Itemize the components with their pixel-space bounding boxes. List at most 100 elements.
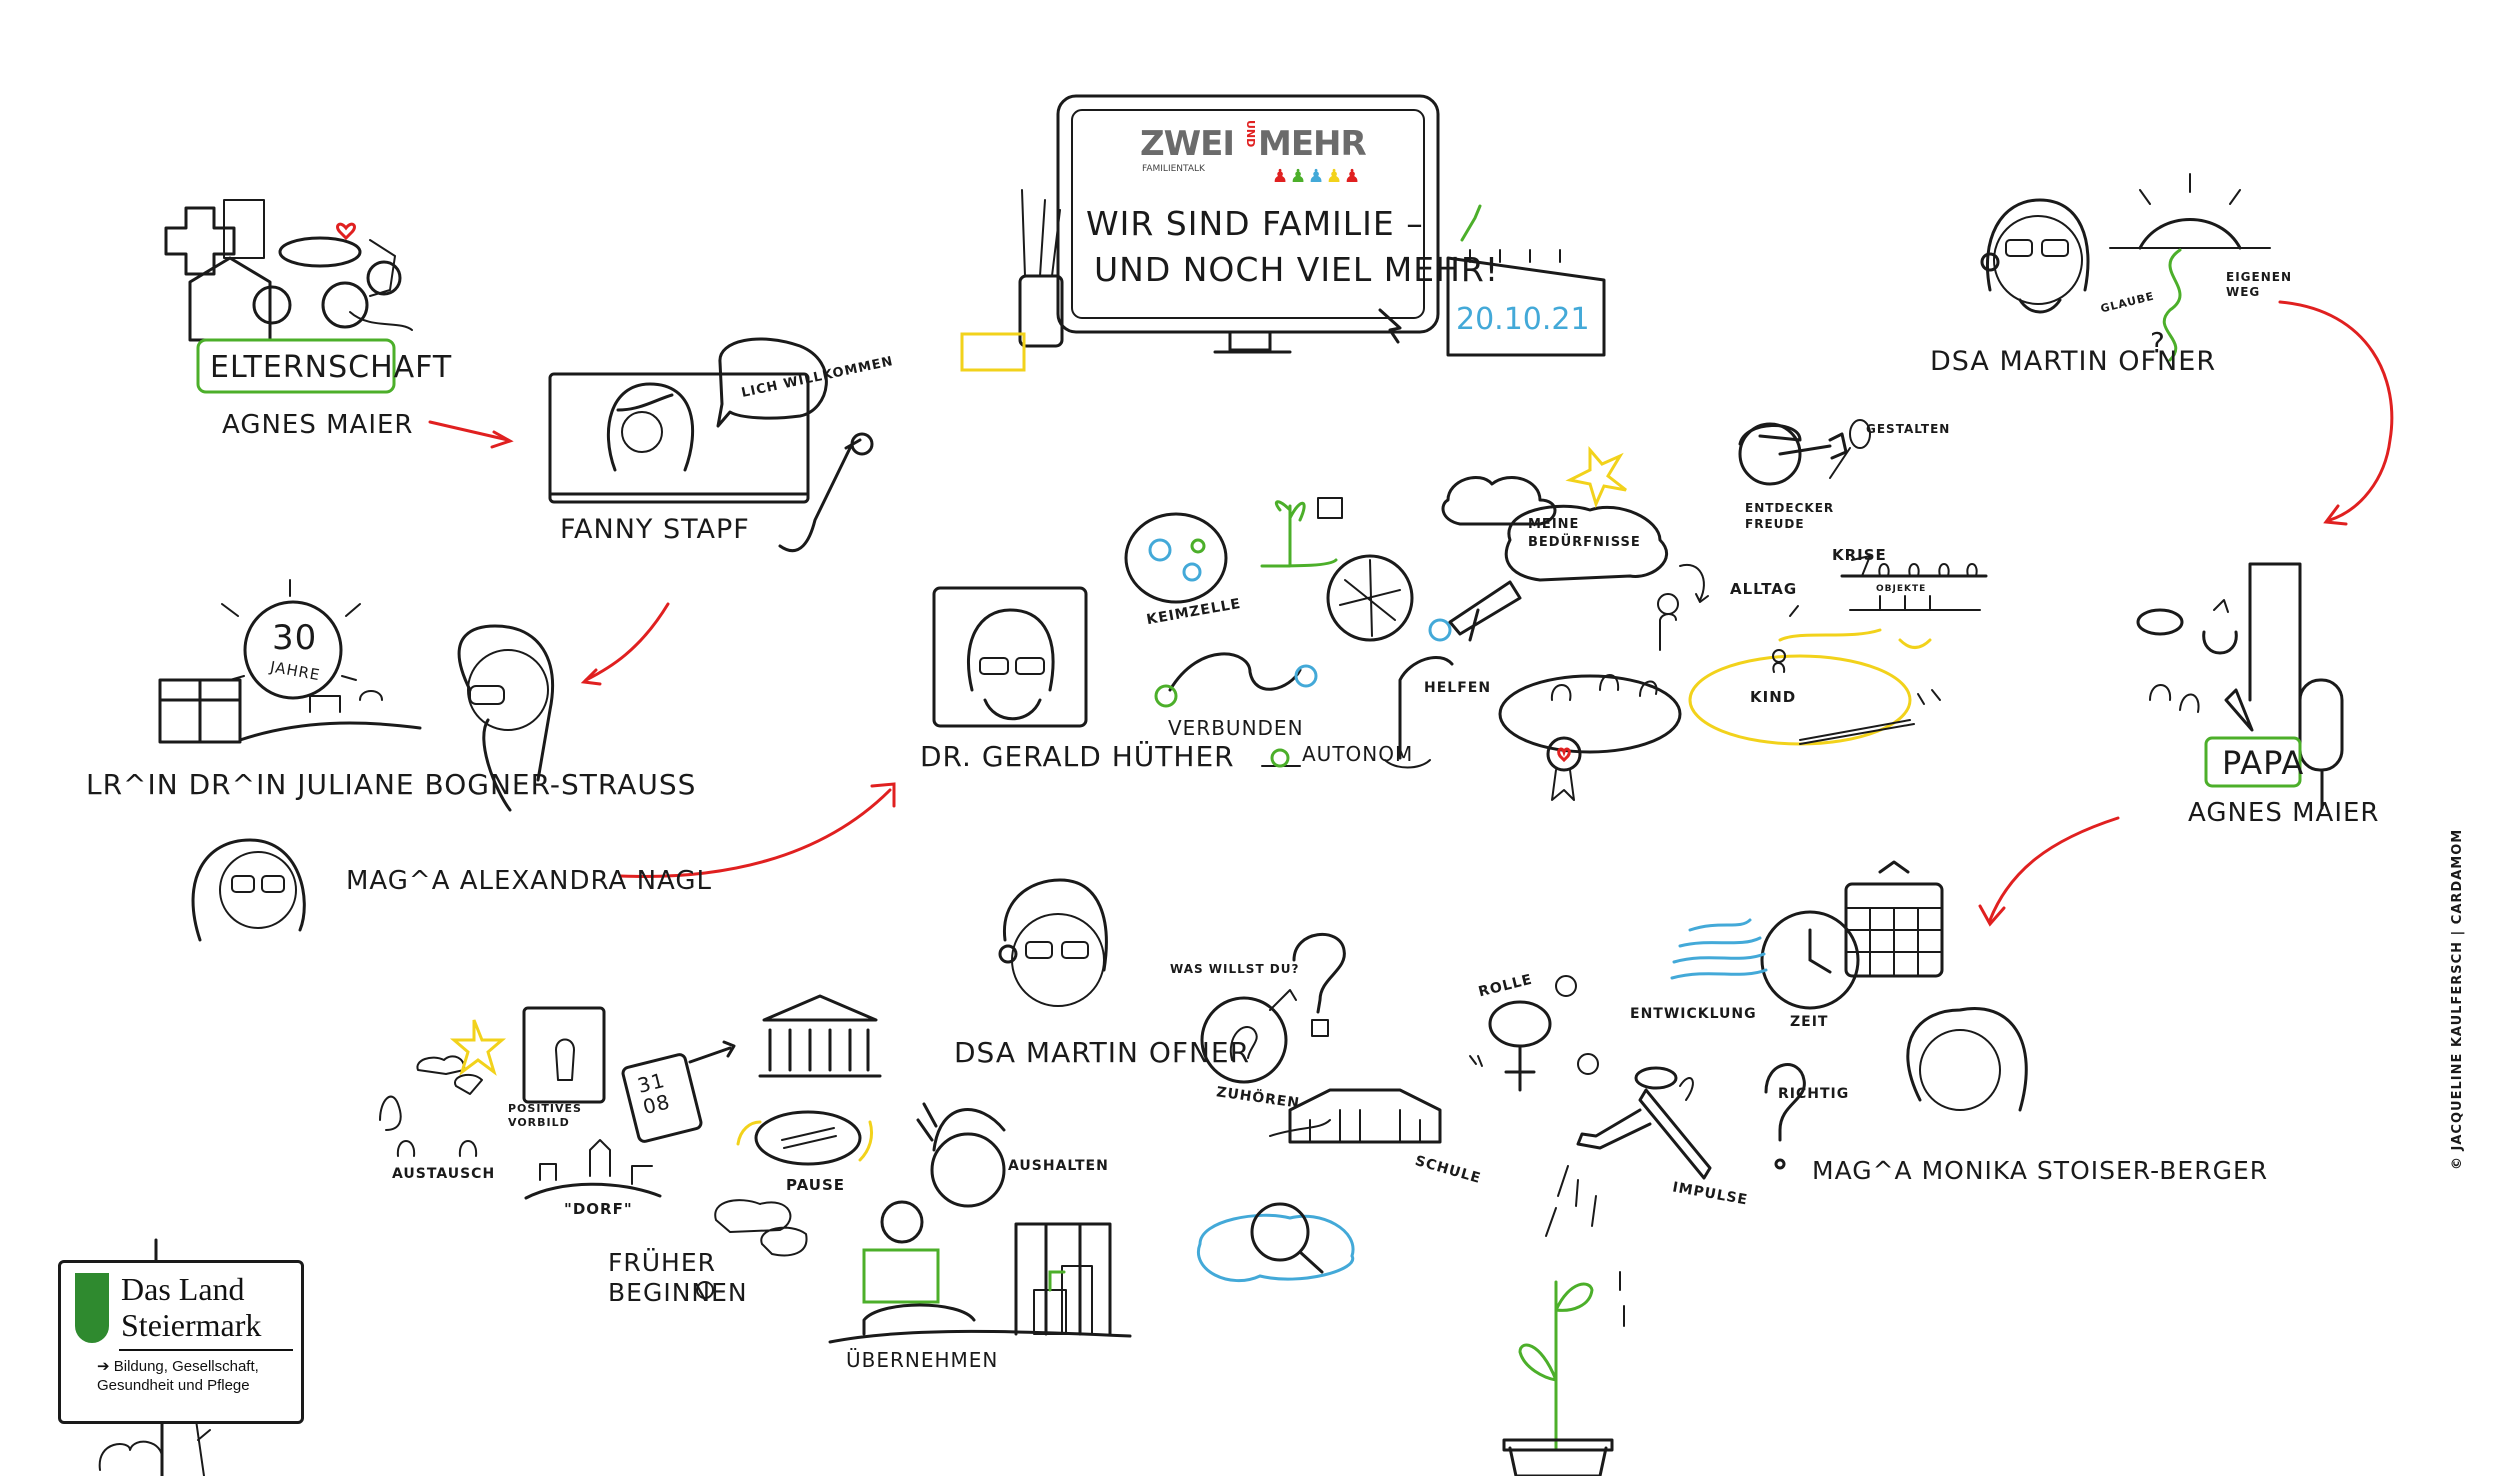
illustrator-credit: © JACQUELINE KAULFERSCH | CARDAMOM — [2450, 828, 2465, 1170]
label-austausch: AUSTAUSCH — [392, 1166, 496, 1182]
anniversary-icon — [158, 579, 422, 744]
label-entdecker: ENTDECKER FREUDE — [1745, 501, 1835, 531]
label-alltag: ALLTAG — [1730, 580, 1798, 598]
bogner-strauss-name: LR^IN DR^IN JULIANE BOGNER-STRAUß — [86, 768, 697, 801]
spring-icon — [1670, 918, 1768, 980]
uebernehmen-icon — [828, 1200, 1132, 1344]
anniversary-number: 30 — [272, 618, 318, 658]
star-icon-2 — [449, 1019, 507, 1076]
speech-bubbles-icon — [714, 1199, 808, 1257]
sign-title-line1: Das Land — [121, 1271, 245, 1307]
school-icon — [1269, 1088, 1442, 1144]
calendar-grid-icon — [1844, 860, 1944, 978]
label-aushalten: AUSHALTEN — [1008, 1158, 1109, 1174]
parenthood-objects-icon — [164, 199, 413, 342]
label-entwicklung: ENTWICKLUNG — [1630, 1006, 1757, 1022]
huether-portrait-icon — [932, 586, 1088, 728]
pencil-cup-icon — [1018, 189, 1064, 348]
logo-figures-icon-4: ♟ — [1326, 166, 1343, 187]
label-uebernehmen: ÜBERNEHMEN — [846, 1348, 999, 1372]
telescope-icon — [1448, 580, 1522, 642]
label-helfen: HELFEN — [1424, 680, 1492, 696]
cloud-icon — [1441, 475, 1557, 526]
sunrise-path-icon — [2109, 173, 2271, 362]
agnes-maier-name: AGNES MAIER — [222, 410, 414, 440]
nagl-face-icon — [191, 838, 306, 942]
logo-figures-icon-2: ♟ — [1290, 166, 1307, 187]
logo-figures-icon-3: ♟ — [1308, 166, 1325, 187]
plant-pot-icon — [1502, 1280, 1614, 1476]
question-icon — [1292, 932, 1346, 1014]
helping-hand-icon — [1398, 655, 1454, 760]
label-pause: PAUSE — [786, 1176, 845, 1194]
sign-sub-line2: Gesundheit und Pflege — [97, 1377, 250, 1394]
logo-text-zwei: ZWEI — [1140, 124, 1235, 164]
pause-button-icon — [736, 1110, 874, 1166]
ofner-name-top: DSA MARTIN OFNER — [1930, 346, 2217, 377]
magnifier-icon — [1196, 1202, 1355, 1282]
huether-name: DR. GERALD HÜTHER — [920, 740, 1235, 773]
papa-cluster-icon — [2136, 562, 2344, 810]
aushalten-face-icon — [916, 1102, 1006, 1208]
event-date: 20.10.21 — [1456, 302, 1590, 337]
label-positives-vorbild: POSITIVES VORBILD — [508, 1102, 582, 1129]
monitor-icon — [1056, 94, 1440, 354]
explorer-icon — [1738, 419, 1871, 486]
desk-calendar-icon — [1446, 204, 1606, 357]
logo-figures-icon: ♟ — [1272, 166, 1289, 187]
connection-line-icon — [1168, 652, 1302, 692]
austausch-figures-icon — [379, 1055, 483, 1157]
watering-can-icon — [1576, 1066, 1712, 1180]
logo-text-und: UND — [1244, 120, 1257, 148]
bank-building-icon — [758, 994, 882, 1078]
label-gestalten: GESTALTEN — [1866, 422, 1951, 436]
sign-title-line2: Steiermark — [121, 1307, 262, 1343]
child-circle-icon — [1688, 605, 1941, 746]
pacifier-icon — [696, 1281, 714, 1299]
elternschaft-frame — [196, 338, 396, 394]
logo-figures-icon-5: ♟ — [1344, 166, 1361, 187]
calendar-page-icon — [621, 1053, 703, 1143]
headline-line2: UND NOCH VIEL MEHR! — [1094, 250, 1500, 289]
label-beduerfnisse: MEINE BEDÜRFNISSE — [1528, 517, 1641, 550]
ofner-face-icon — [1980, 198, 2090, 314]
label-krise: KRISE — [1832, 546, 1887, 564]
label-richtig: RICHTIG — [1778, 1086, 1850, 1102]
cursor-icon — [1378, 308, 1402, 344]
coat-of-arms-icon — [75, 1273, 109, 1343]
alexandra-nagl-name: MAG^A ALEXANDRA NAGL — [346, 866, 712, 896]
fanny-screen-icon — [548, 337, 874, 553]
sprout-icon — [1260, 500, 1338, 568]
question-icon-2 — [1764, 1063, 1806, 1142]
label-eigenen-weg: EIGENEN WEG — [2226, 270, 2292, 299]
stoiser-berger-name: MAG^A MONIKA STOISER-BERGER — [1812, 1156, 2269, 1185]
question-mark-icon: ? — [2150, 326, 2165, 359]
ofner-bottom-icon — [998, 878, 1108, 1007]
role-model-frame-icon — [522, 1006, 606, 1104]
keimzelle-icon — [1124, 512, 1228, 604]
sign-divider — [119, 1349, 293, 1351]
label-zeit: ZEIT — [1790, 1014, 1829, 1030]
elternschaft-badge: ELTERNSCHAFT — [210, 350, 453, 385]
needs-cloud — [1504, 504, 1668, 582]
label-frueher-beginnen: FRÜHER BEGINNEN — [608, 1248, 748, 1307]
crisis-figures-icon — [1840, 563, 1988, 611]
papa-frame — [2204, 736, 2302, 788]
land-steiermark-sign: Das Land Steiermark ➔ Bildung, Gesellsch… — [58, 1260, 304, 1424]
sign-sub-line1: ➔ Bildung, Gesellschaft, — [97, 1358, 259, 1375]
village-icon — [524, 1139, 662, 1200]
role-symbol-icon — [1469, 975, 1599, 1092]
ofner-name-bottom: DSA MARTIN OFNER — [954, 1036, 1251, 1069]
bogner-face-icon — [457, 624, 555, 812]
ear-icon — [1200, 989, 1297, 1084]
star-icon — [1565, 445, 1627, 509]
label-was-willst-du: WAS WILLST DU? — [1170, 962, 1300, 976]
fanny-stapf-name: FANNY STAPF — [560, 514, 750, 545]
papa-badge: PAPA — [2222, 744, 2305, 782]
label-verbunden: VERBUNDEN — [1168, 716, 1304, 740]
label-dorf: "DORF" — [564, 1200, 633, 1218]
label-autonom: AUTONOM — [1302, 742, 1414, 766]
label-objekte: OBJEKTE — [1876, 584, 1927, 594]
sticky-note-icon — [960, 332, 1026, 372]
